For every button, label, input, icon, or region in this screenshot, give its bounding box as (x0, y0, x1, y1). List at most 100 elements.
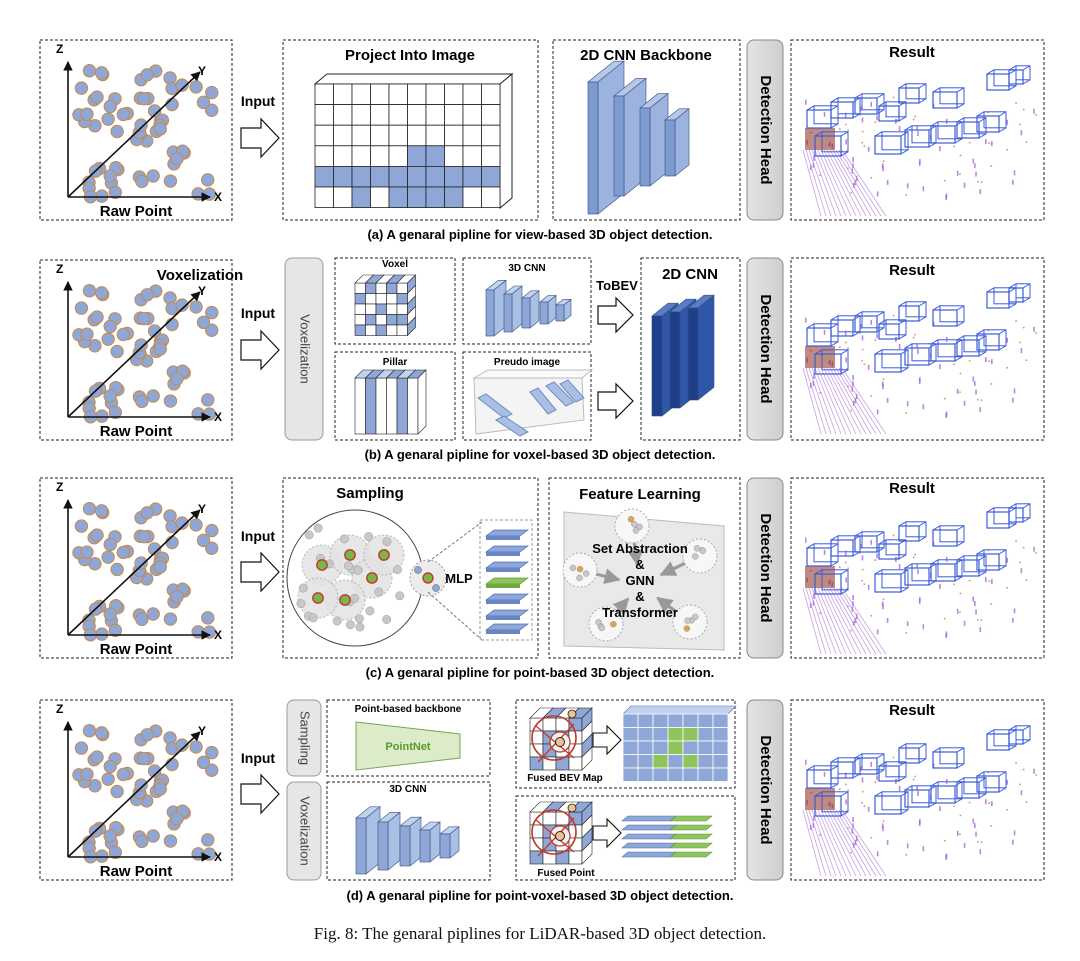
lidar-dot (895, 557, 898, 559)
detection-box (878, 765, 900, 782)
point (205, 85, 219, 100)
lidar-dot (1019, 561, 1021, 564)
point (140, 288, 154, 302)
detection-box-edge (986, 287, 995, 293)
lidar-dot (959, 814, 962, 817)
voxel-cell (375, 324, 387, 336)
lidar-dot (939, 146, 941, 152)
lidar-dot (895, 779, 898, 781)
lidar-ring (832, 149, 872, 217)
point (170, 590, 184, 604)
detection-box-edge (830, 323, 839, 329)
lidar-dot (906, 401, 909, 407)
point (170, 372, 184, 386)
lidar-dot (886, 617, 889, 623)
pillar-grid (354, 369, 427, 435)
point (395, 591, 405, 601)
grid-cell (407, 186, 427, 209)
lidar-dot (805, 317, 807, 323)
point (80, 107, 94, 121)
fusion-cell (568, 850, 583, 865)
detection-box-edge (874, 791, 883, 797)
point (110, 784, 124, 799)
detection-box-edge (898, 554, 907, 560)
point (74, 81, 89, 95)
feature-nodes (562, 508, 718, 642)
cnn3d-blocks (485, 279, 572, 337)
lidar-dot (870, 319, 873, 325)
detection-box-edge (898, 319, 907, 325)
point (153, 560, 167, 574)
point (196, 95, 211, 110)
lidar-dot (861, 777, 864, 783)
fusion-ring (531, 809, 577, 855)
detection-box-edge (918, 83, 927, 89)
lidar-dot (916, 563, 918, 569)
mlp-label: MLP (445, 571, 473, 586)
point (196, 533, 211, 548)
lidar-dot (953, 363, 955, 366)
cnn-blocks (587, 60, 690, 215)
lidar-dot (1033, 546, 1035, 552)
lidar-dot (959, 372, 962, 375)
point (140, 68, 154, 82)
lidar-dot (847, 347, 849, 350)
cnn2d-layer (687, 307, 699, 401)
point (343, 561, 353, 571)
lidar-dot (976, 840, 979, 843)
lidar-dot (819, 392, 821, 394)
lidar-dot (844, 561, 847, 564)
lidar-dot (914, 333, 916, 336)
lidar-ring (811, 587, 837, 655)
point-backbone-panel: Point-based backbone PointNet (326, 699, 491, 777)
lidar-dot (956, 170, 959, 176)
point (146, 829, 160, 843)
lidar-dot (972, 158, 975, 164)
lidar-dot (959, 833, 961, 836)
lidar-dot (991, 359, 993, 365)
lidar-ring (823, 587, 857, 655)
grid-cell (314, 186, 334, 209)
point (108, 185, 123, 200)
lidar-ring (841, 367, 887, 435)
detection-box-back (885, 101, 907, 118)
detection-box-edge (1008, 745, 1017, 751)
grid-cell (351, 145, 371, 167)
cnn3d-label: 3D CNN (389, 784, 426, 795)
point (313, 523, 323, 533)
bev-cell (667, 713, 684, 728)
lidar-ring (832, 809, 872, 877)
lidar-dot (1020, 130, 1023, 136)
voxelization-side-tab: Voxelization (286, 781, 322, 881)
grid-cell (370, 186, 390, 209)
detection-box-back (813, 323, 839, 343)
cnn3d-layer (539, 301, 549, 325)
lidar-dot (861, 130, 864, 133)
cnn3d-panel: 3D CNN (326, 781, 491, 881)
lidar-dot (988, 580, 991, 583)
sampled-point (422, 572, 434, 584)
detection-box (806, 547, 832, 567)
point (308, 613, 318, 623)
lidar-dot (990, 383, 993, 385)
lidar-dot (861, 359, 863, 362)
pillar (375, 377, 387, 435)
grid-cell (370, 145, 390, 167)
lidar-dot (1025, 801, 1028, 804)
detection-box-back (837, 315, 861, 333)
cnn3d-layer (555, 304, 565, 322)
lidar-dot (1006, 148, 1008, 151)
lidar-dot (850, 409, 852, 412)
fusion-point (567, 709, 577, 719)
point (345, 620, 355, 630)
lidar-dot (809, 603, 812, 609)
point (94, 726, 109, 740)
detection-box-edge (998, 771, 1007, 777)
detection-box-edge (918, 521, 927, 527)
lidar-dot (845, 799, 847, 805)
detection-box-back (905, 301, 927, 318)
point (189, 80, 203, 94)
cnn3d-layer (355, 817, 367, 875)
sampled-point (378, 549, 390, 561)
point (110, 124, 124, 139)
